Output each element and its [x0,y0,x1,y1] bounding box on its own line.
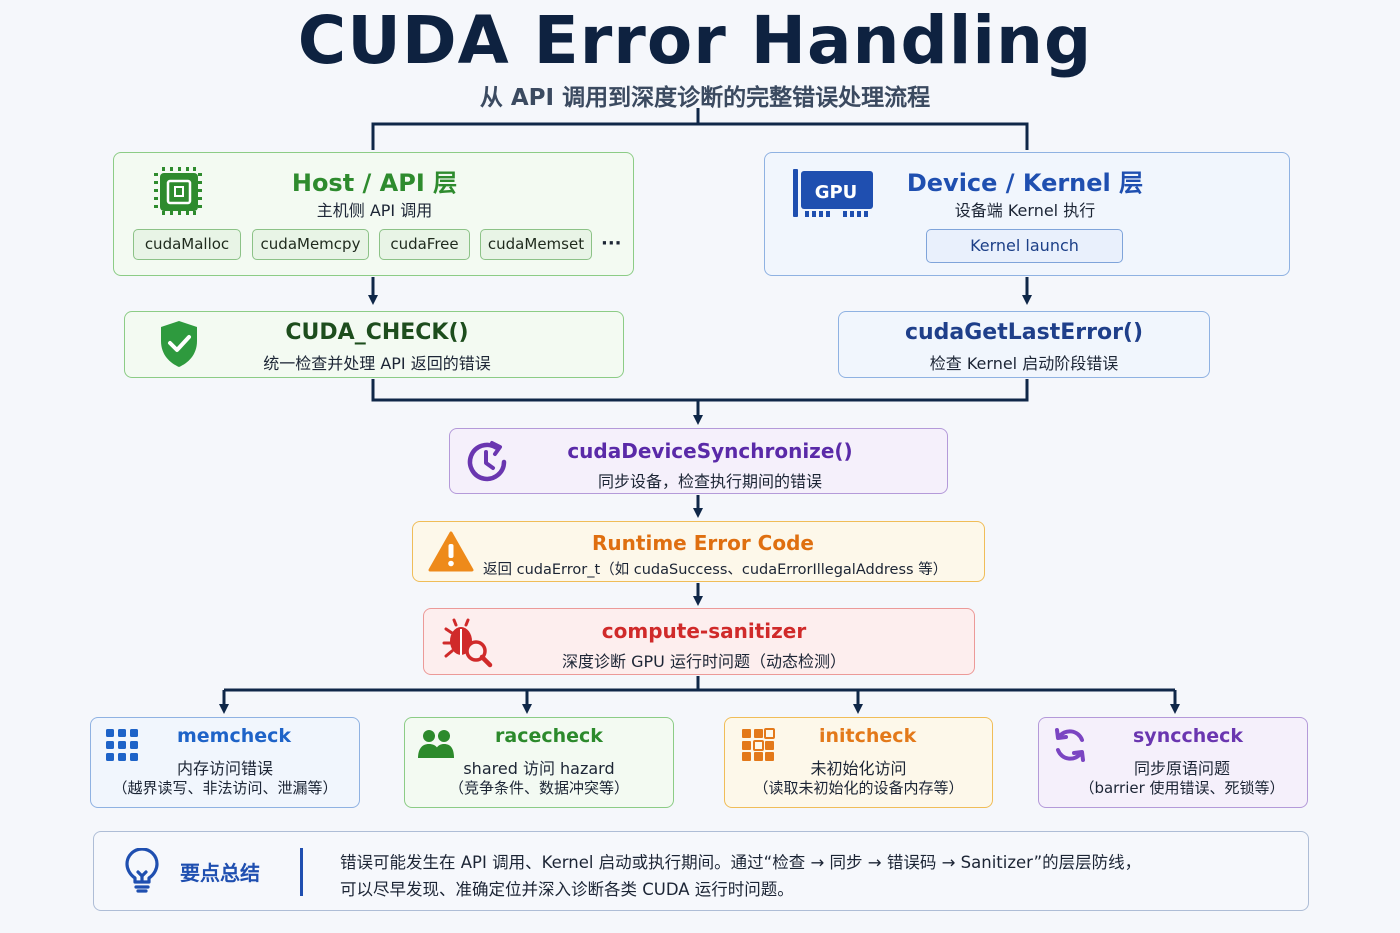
grid-icon [106,729,138,761]
cuda-check-box: CUDA_CHECK() 统一检查并处理 API 返回的错误 [124,311,624,378]
runtime-error-desc: 返回 cudaError_t（如 cudaSuccess、cudaErrorIl… [483,562,948,578]
more-apis-ellipsis: ··· [601,233,622,254]
page-subtitle: 从 API 调用到深度诊断的完整错误处理流程 [479,85,931,111]
racecheck-line1: shared 访问 hazard [463,759,615,778]
tools-split-line [224,676,1175,692]
device-synchronize-title: cudaDeviceSynchronize() [567,439,853,463]
api-chip-cudafree: cudaFree [379,229,470,260]
api-chip-cudamemcpy: cudaMemcpy [252,229,369,260]
device-kernel-panel: GPU Device / Kernel 层 设备端 Kernel 执行 Kern… [764,152,1290,276]
runtime-error-box: Runtime Error Code 返回 cudaError_t（如 cuda… [412,521,985,582]
page-title: CUDA Error Handling [297,2,1093,79]
gpu-label: GPU [814,182,858,203]
shield-check-icon [161,321,197,367]
merge-line [371,379,1029,402]
memcheck-line2: （越界读写、非法访问、泄漏等） [112,779,338,797]
cuda-check-title: CUDA_CHECK() [285,320,469,345]
racecheck-line2: （竞争条件、数据冲突等） [448,779,629,797]
compute-sanitizer-title: compute-sanitizer [601,619,807,643]
chip-icon [154,167,202,215]
host-api-panel: Host / API 层 主机侧 API 调用 cudaMalloc cudaM… [113,152,634,276]
get-last-error-box: cudaGetLastError() 检查 Kernel 启动阶段错误 [838,311,1210,378]
racecheck-title: racecheck [495,725,603,747]
summary-line2: 可以尽早发现、准确定位并深入诊断各类 CUDA 运行时问题。 [340,880,794,899]
initcheck-line2: （读取未初始化的设备内存等） [753,779,964,797]
memcheck-card: memcheck 内存访问错误 （越界读写、非法访问、泄漏等） [90,717,360,808]
summary-panel: 要点总结 错误可能发生在 API 调用、Kernel 启动或执行期间。通过“检查… [93,831,1309,911]
blocks-icon [742,728,775,761]
racecheck-card: racecheck shared 访问 hazard （竞争条件、数据冲突等） [404,717,674,808]
summary-divider [300,848,303,896]
bug-search-icon [442,618,493,668]
initcheck-line1: 未初始化访问 [810,759,907,778]
compute-sanitizer-box: compute-sanitizer 深度诊断 GPU 运行时问题（动态检测） [423,608,975,675]
sync-icon [1055,728,1085,762]
runtime-error-title: Runtime Error Code [592,531,814,555]
initcheck-title: initcheck [819,725,917,747]
warning-icon [428,531,474,572]
synccheck-title: synccheck [1133,725,1244,747]
kernel-launch-chip: Kernel launch [926,229,1123,263]
api-chip-cudamalloc: cudaMalloc [133,229,241,260]
device-synchronize-desc: 同步设备，检查执行期间的错误 [597,472,822,491]
cuda-check-desc: 统一检查并处理 API 返回的错误 [263,354,491,373]
users-icon [418,730,454,758]
lightbulb-icon [125,848,159,893]
device-subtitle: 设备端 Kernel 执行 [954,201,1096,220]
gpu-card-icon [793,169,873,217]
device-synchronize-box: cudaDeviceSynchronize() 同步设备，检查执行期间的错误 [449,428,948,494]
host-subtitle: 主机侧 API 调用 [316,201,433,220]
summary-label: 要点总结 [180,861,260,885]
host-title: Host / API 层 [291,169,458,197]
summary-line1: 错误可能发生在 API 调用、Kernel 启动或执行期间。通过“检查 → 同步… [340,853,1142,872]
top-split-line [371,108,1029,150]
get-last-error-title: cudaGetLastError() [904,320,1144,345]
memcheck-title: memcheck [177,725,292,747]
get-last-error-desc: 检查 Kernel 启动阶段错误 [929,354,1119,373]
clock-sync-icon [467,441,507,482]
synccheck-line2: （barrier 使用错误、死锁等） [1079,779,1285,797]
compute-sanitizer-desc: 深度诊断 GPU 运行时问题（动态检测） [562,652,846,671]
synccheck-card: synccheck 同步原语问题 （barrier 使用错误、死锁等） [1038,717,1308,808]
synccheck-line1: 同步原语问题 [1133,759,1230,778]
device-title: Device / Kernel 层 [906,169,1144,197]
initcheck-card: initcheck 未初始化访问 （读取未初始化的设备内存等） [724,717,993,808]
api-chip-cudamemset: cudaMemset [480,229,592,260]
memcheck-line1: 内存访问错误 [176,759,273,778]
